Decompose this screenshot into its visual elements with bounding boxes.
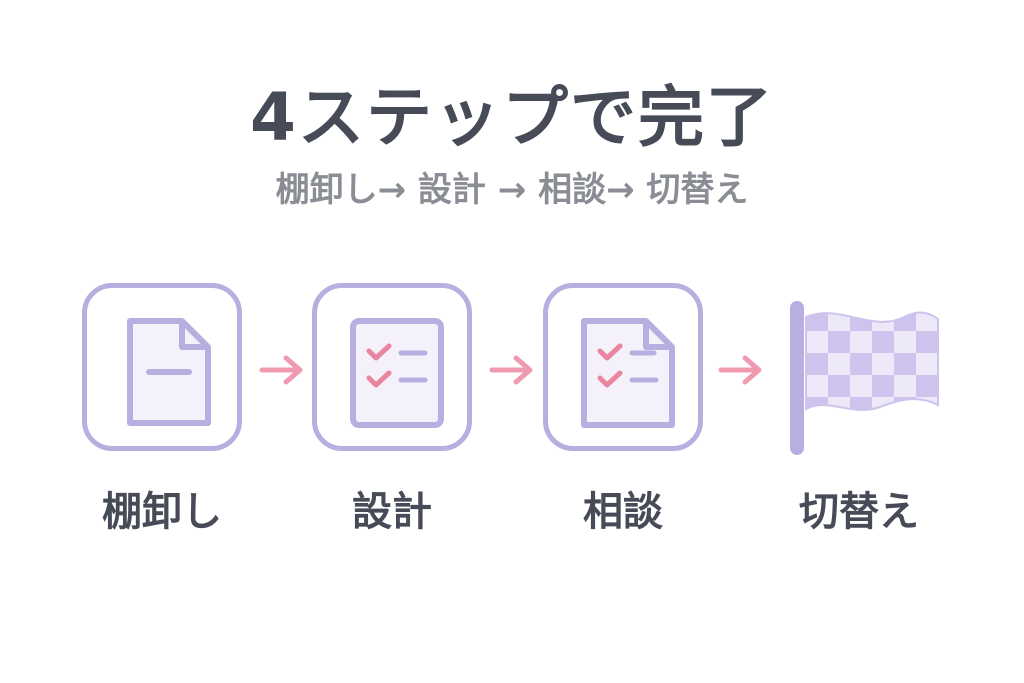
arrow-1-icon xyxy=(258,350,308,390)
page-title: 4ステップで完了 xyxy=(250,79,774,156)
step-1-label: 棚卸し xyxy=(102,489,222,535)
checklist-document-icon xyxy=(581,318,675,428)
step-4-label: 切替え xyxy=(799,489,919,535)
checklist-icon xyxy=(350,318,444,428)
page-subtitle: 棚卸し→ 設計 → 相談→ 切替え xyxy=(275,170,749,210)
checkered-flag-icon xyxy=(780,295,950,460)
document-icon xyxy=(127,318,211,426)
arrow-2-icon xyxy=(488,350,538,390)
step-2-label: 設計 xyxy=(352,489,432,535)
arrow-3-icon xyxy=(717,350,767,390)
step-2-box xyxy=(312,283,472,451)
step-3-label: 相談 xyxy=(583,489,663,535)
step-3-box xyxy=(543,283,703,451)
step-1-box xyxy=(82,283,242,451)
